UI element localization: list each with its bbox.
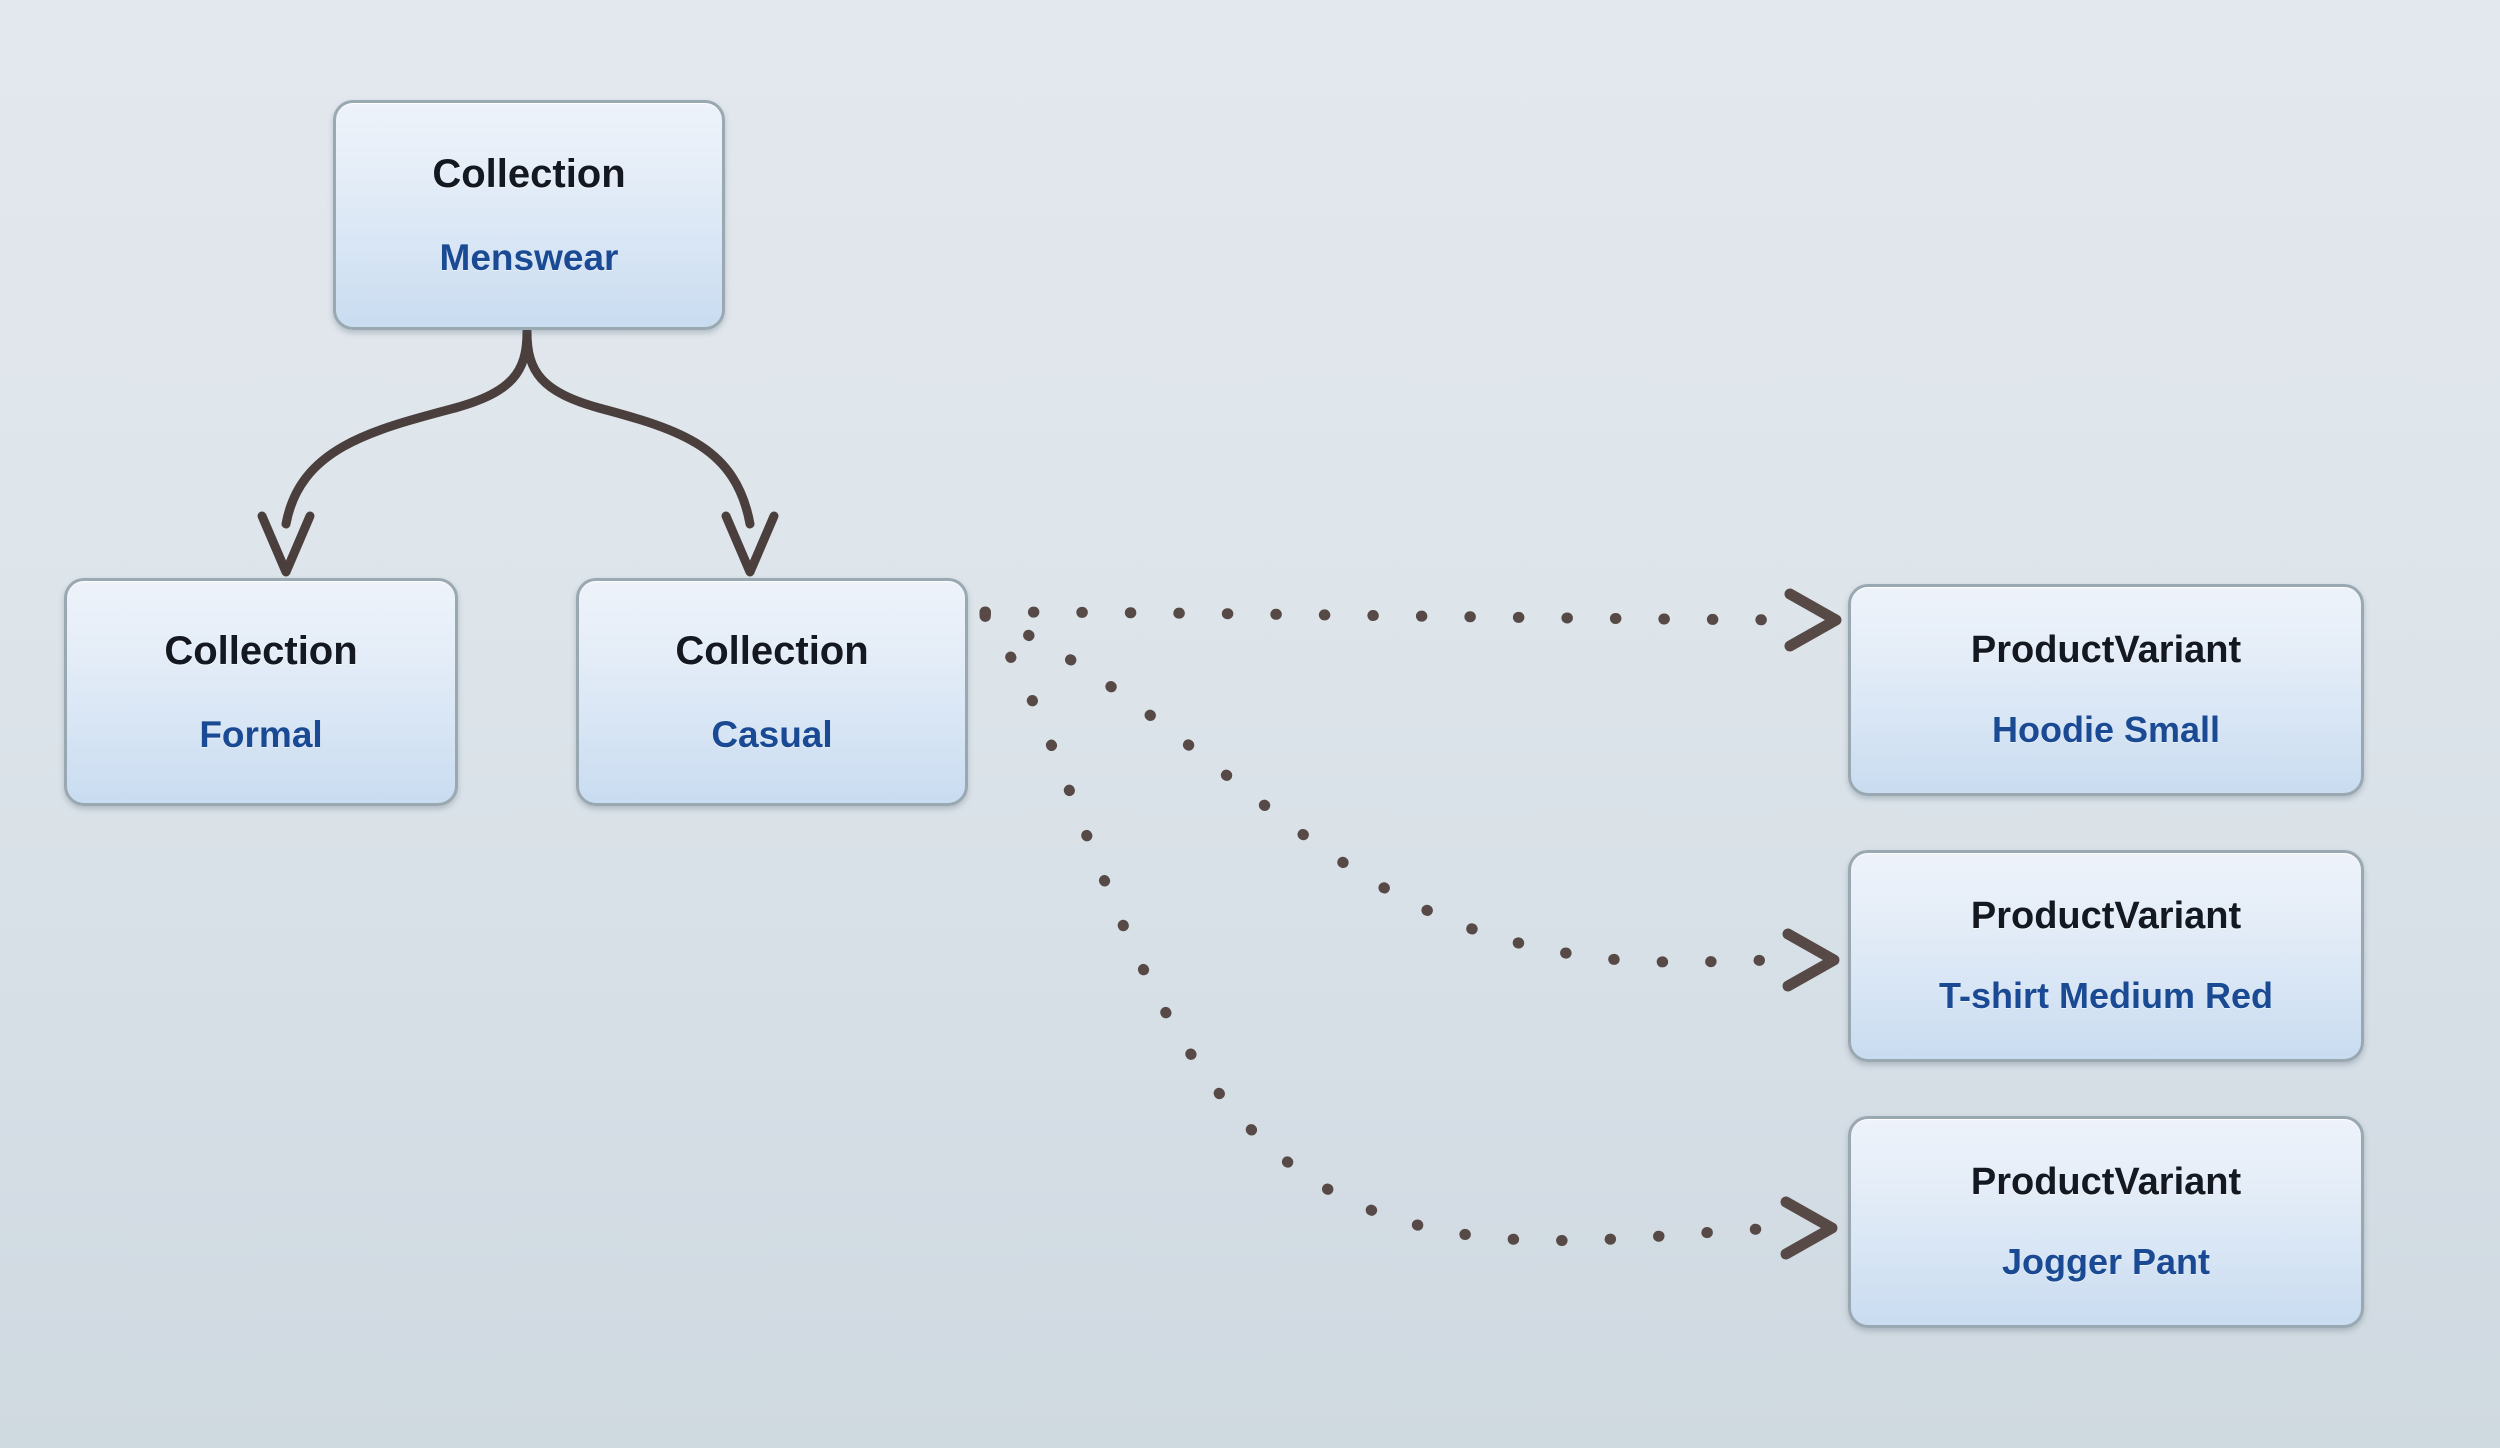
node-productvariant-hoodie-small[interactable]: ProductVariant Hoodie Small	[1848, 584, 2364, 796]
node-value-label: Formal	[199, 713, 323, 755]
node-collection-menswear[interactable]: Collection Menswear	[333, 100, 725, 330]
node-collection-casual[interactable]: Collection Casual	[576, 578, 968, 806]
node-type-label: Collection	[675, 628, 869, 673]
node-value-label: Casual	[711, 713, 833, 755]
node-productvariant-jogger-pant[interactable]: ProductVariant Jogger Pant	[1848, 1116, 2364, 1328]
node-type-label: Collection	[432, 151, 626, 196]
edge-casual-to-hoodie-small	[979, 588, 1842, 652]
edge-menswear-to-formal	[257, 327, 532, 577]
node-type-label: Collection	[164, 628, 358, 673]
edge-menswear-to-casual	[522, 327, 779, 577]
node-collection-formal[interactable]: Collection Formal	[64, 578, 458, 806]
node-productvariant-tshirt-medium-red[interactable]: ProductVariant T-shirt Medium Red	[1848, 850, 2364, 1062]
edge-casual-to-jogger-pant	[979, 610, 1838, 1260]
node-type-label: ProductVariant	[1970, 1161, 2242, 1204]
node-value-label: Menswear	[439, 236, 619, 278]
node-value-label: T-shirt Medium Red	[1938, 975, 2274, 1017]
node-value-label: Jogger Pant	[2001, 1241, 2211, 1283]
node-type-label: ProductVariant	[1970, 895, 2242, 938]
node-type-label: ProductVariant	[1970, 629, 2242, 672]
edge-casual-to-tshirt-medium-red	[979, 608, 1840, 992]
node-value-label: Hoodie Small	[1991, 709, 2221, 751]
